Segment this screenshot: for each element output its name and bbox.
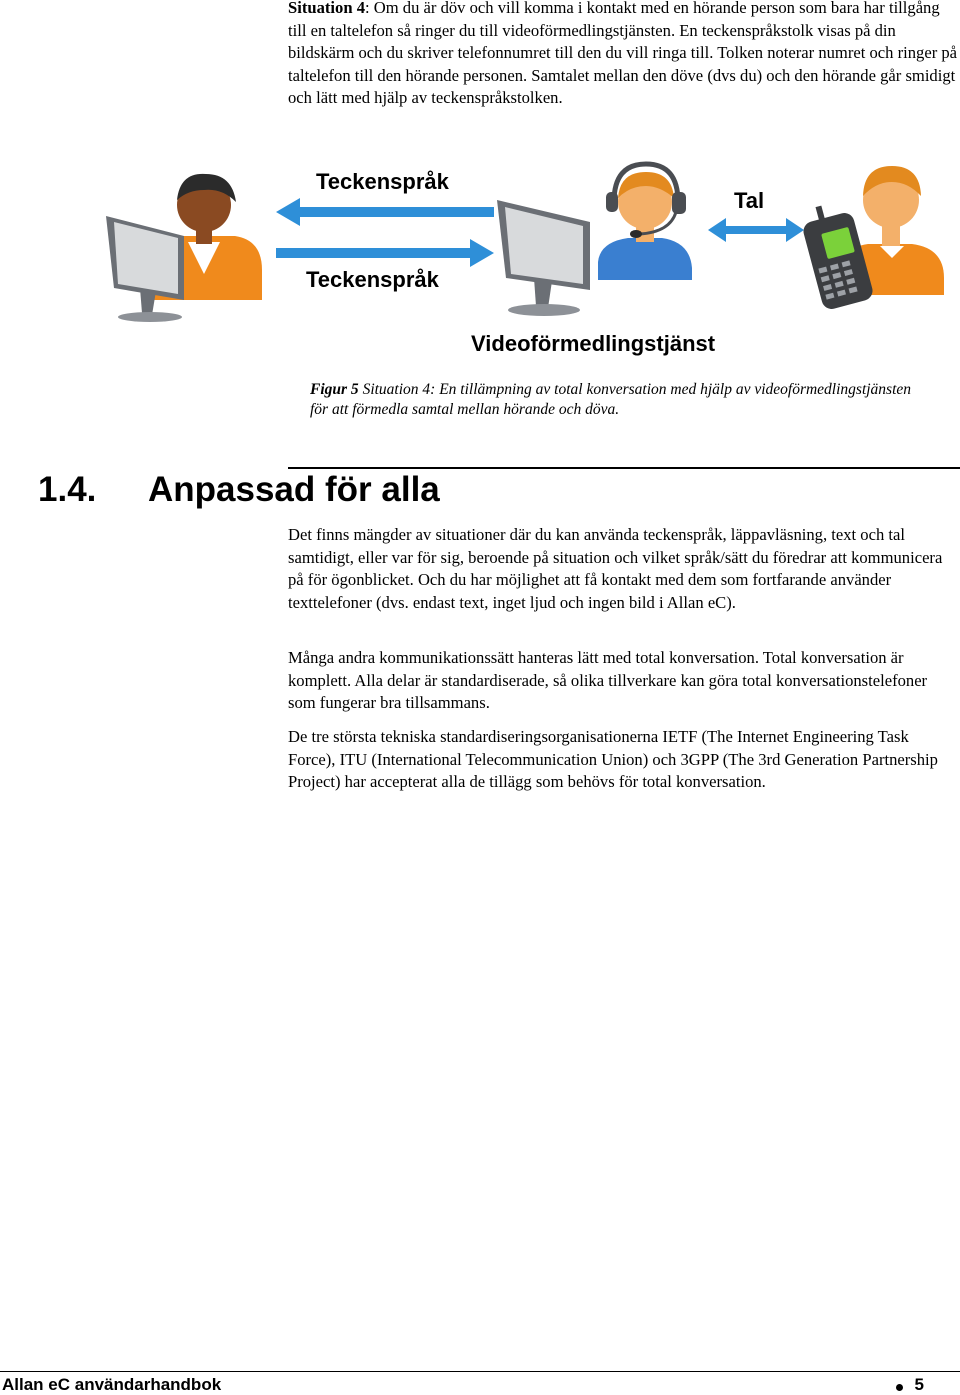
figure-caption: Figur 5 Situation 4: En tillämpning av t… [310,380,930,420]
caption-text: Situation 4: En tillämpning av total kon… [310,381,912,418]
footer-bullet-icon [896,1384,903,1391]
intro-lead: Situation 4 [288,0,365,17]
body-paragraph: De tre största tekniska standardiserings… [288,727,938,792]
footer-title: Allan eC användarhandbok [2,1375,222,1394]
label-teckensprak-top: Teckenspråk [316,169,449,194]
section-title: Anpassad för alla [148,470,440,509]
arrow-double-icon [708,218,804,242]
intro-paragraph: Situation 4: Om du är döv och vill komma… [288,0,958,110]
figure-illustration: Teckenspråk Teckenspråk Tal Videoförmedl… [0,150,960,370]
left-monitor-icon [106,216,184,322]
arrow-left-icon [276,198,494,226]
section-rule [288,467,960,469]
section-heading: 1.4. Anpassad för alla [38,470,440,510]
arrow-right-icon [276,239,494,267]
figure-graphic [106,161,944,322]
intro-text: : Om du är döv och vill komma i kontakt … [288,0,958,108]
center-monitor-icon [497,200,590,316]
interpreter-icon [598,161,692,280]
label-tal: Tal [734,188,765,213]
label-videoformedlingstjanst: Videoförmedlingstjänst [471,331,716,356]
caption-lead: Figur 5 [310,381,359,398]
mobile-phone-icon [803,205,873,309]
page-number: 5 [914,1375,924,1394]
body-paragraph: Det finns mängder av situationer där du … [288,525,943,612]
label-teckensprak-bottom: Teckenspråk [306,267,439,292]
section-number: 1.4. [38,470,97,509]
footer-rule [0,1371,960,1372]
body-paragraph: Många andra kommunikationssätt hanteras … [288,648,928,713]
